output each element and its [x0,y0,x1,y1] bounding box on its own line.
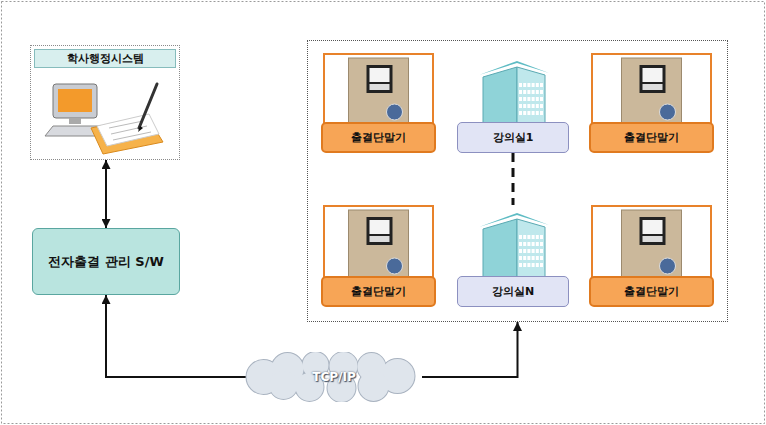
header-band: 학사행정시스템 [34,49,176,68]
label-band: 출결단말기 [321,276,436,307]
node-label: 학사행정시스템 [67,51,144,66]
classroom-region: 출결단말기강의실1출결단말기출결단말기강의실N출결단말기 [307,40,728,322]
label-band: 강의실N [457,276,569,307]
arrow-connector [105,160,107,228]
network-cloud: TCP/IP [245,352,423,402]
node-label: 강의실1 [493,130,534,145]
node-label: TCP/IP [312,370,355,384]
label-band: 출결단말기 [589,276,714,307]
system-panel: 학사행정시스템 [30,45,180,160]
classroom-card: 강의실1 [457,53,569,153]
terminal-card: 출결단말기 [321,53,436,153]
arrow-connector [422,322,518,377]
node-label: 출결단말기 [624,130,679,145]
terminal-card: 출결단말기 [589,205,714,307]
node-label: 출결단말기 [624,284,679,299]
classroom-card: 강의실N [457,205,569,307]
node-label: 강의실N [492,284,534,299]
terminal-card: 출결단말기 [589,53,714,153]
label-band: 출결단말기 [589,122,714,153]
dashed-connector [512,153,515,205]
label-band: 출결단말기 [321,122,436,153]
node-label: 출결단말기 [351,130,406,145]
label-band: 강의실1 [457,122,569,153]
software-box: 전자출결 관리 S/W [32,228,180,295]
node-label: 출결단말기 [351,284,406,299]
arrow-connector [106,295,246,377]
terminal-card: 출결단말기 [321,205,436,307]
node-label: 전자출결 관리 S/W [48,253,164,271]
